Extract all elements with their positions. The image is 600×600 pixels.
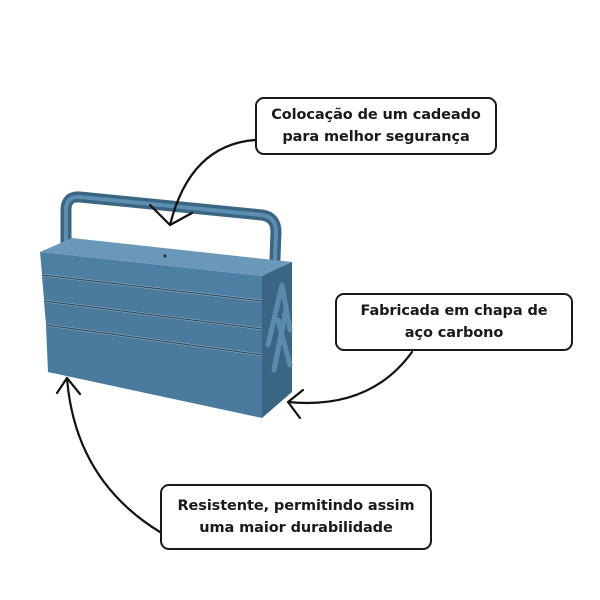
callout-line: Fabricada em chapa de (360, 303, 548, 319)
arrow-to-side (286, 350, 414, 404)
callout-line: Resistente, permitindo assim (177, 498, 415, 514)
callout-line: aço carbono (404, 325, 504, 341)
callout-line: para melhor segurança (282, 129, 470, 145)
callout-durability: Resistente, permitindo assim uma maior d… (160, 484, 432, 550)
callout-line: uma maior durabilidade (199, 520, 393, 536)
toolbox-body (40, 238, 293, 418)
callout-padlock: Colocação de um cadeado para melhor segu… (255, 97, 497, 155)
callout-material: Fabricada em chapa de aço carbono (335, 293, 573, 351)
toolbox-handle (60, 191, 282, 291)
arrow-to-handle (168, 138, 257, 227)
callout-line: Colocação de um cadeado (271, 107, 481, 123)
arrows (55, 138, 414, 534)
arrow-to-bottom (65, 376, 162, 534)
